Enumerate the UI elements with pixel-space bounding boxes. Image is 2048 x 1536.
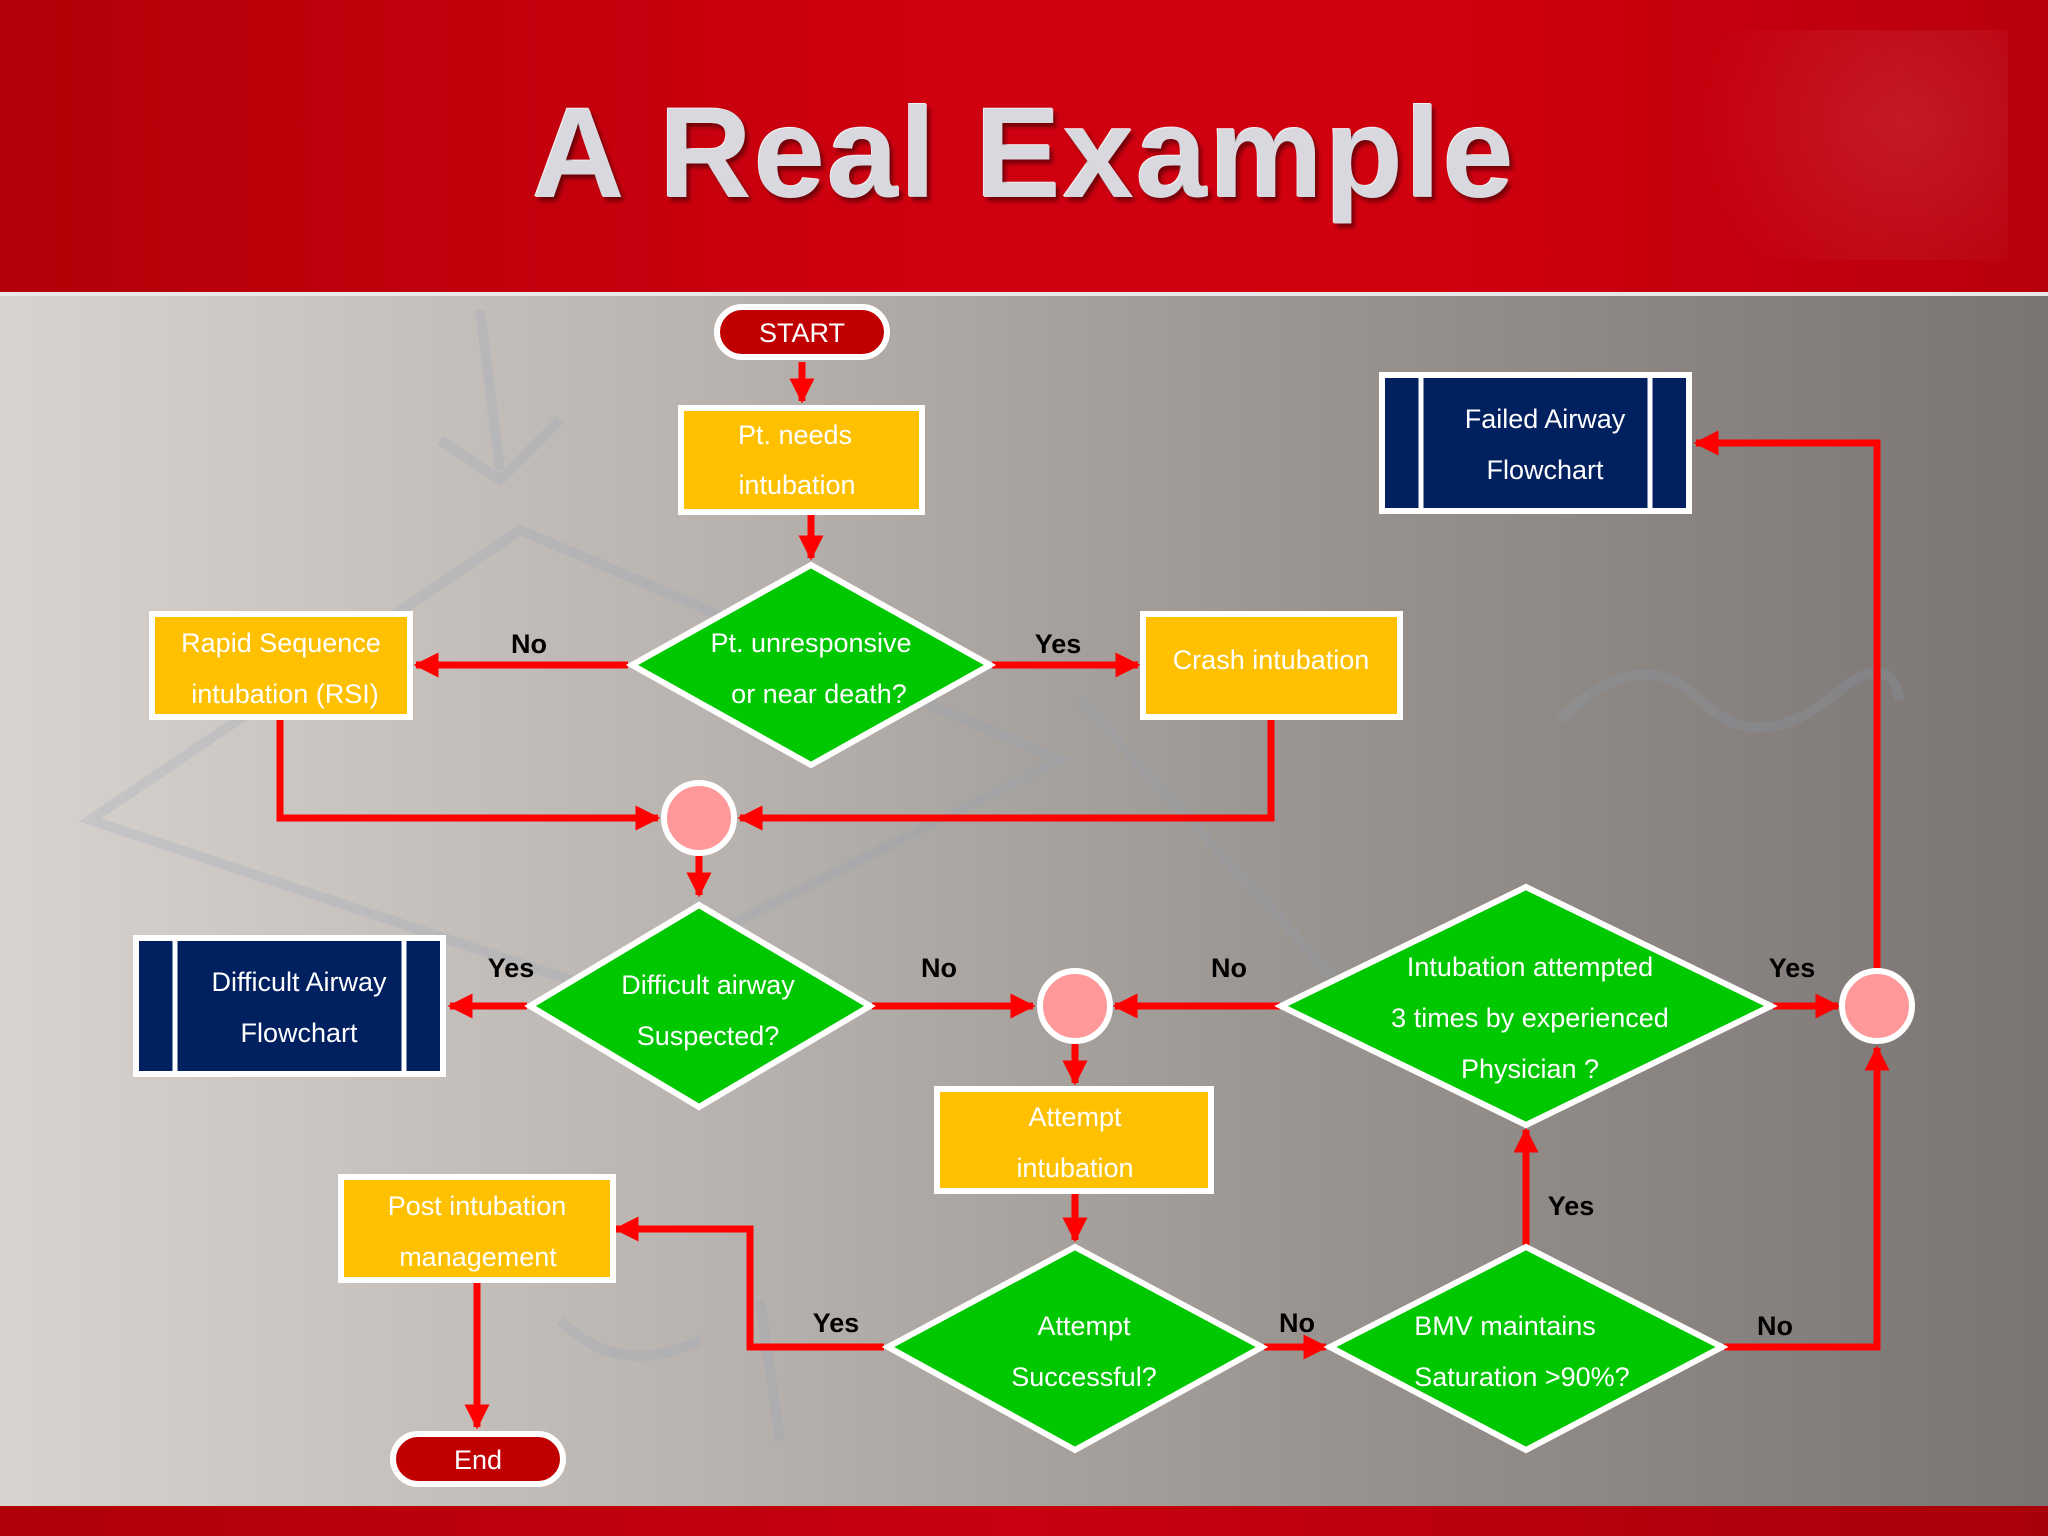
start-label: START xyxy=(759,318,845,348)
unresponsive-line-2: or near death? xyxy=(731,679,907,709)
flow-arrows xyxy=(276,362,1890,1430)
arrow-to-failed-airway xyxy=(1693,430,1881,968)
merge-connector-3 xyxy=(1839,968,1915,1044)
difficult-suspected-line-2: Suspected? xyxy=(637,1021,780,1051)
end-terminal xyxy=(390,1431,566,1487)
header-decoration xyxy=(1588,30,2008,260)
end-label: End xyxy=(454,1445,502,1475)
attempt-intubation-line-2: intubation xyxy=(1016,1153,1133,1183)
crash-intubation-box xyxy=(1140,611,1403,720)
edge-label-unresponsive-no: No xyxy=(511,629,547,659)
post-intubation-line-2: management xyxy=(399,1242,557,1272)
start-terminal xyxy=(714,304,890,360)
rsi-line-2: intubation (RSI) xyxy=(191,679,379,709)
edge-label-bmv-yes: Yes xyxy=(1548,1191,1595,1221)
difficult-flowchart-line-2: Flowchart xyxy=(240,1018,358,1048)
attempted-3x-line-3: Physician ? xyxy=(1461,1054,1599,1084)
attempt-intubation-line-1: Attempt xyxy=(1028,1102,1122,1132)
needs-intubation-line-2: intubation xyxy=(738,470,855,500)
unresponsive-decision xyxy=(625,561,997,769)
post-intubation-line-1: Post intubation xyxy=(388,1191,567,1221)
crash-line-1: Crash intubation xyxy=(1173,645,1370,675)
failed-airway-line-2: Flowchart xyxy=(1486,455,1604,485)
arrow-rsi-to-merge xyxy=(276,720,661,831)
attempt-successful-decision xyxy=(881,1243,1269,1454)
attempted-3x-line-2: 3 times by experienced xyxy=(1391,1003,1669,1033)
arrow-bmv-no xyxy=(1724,1045,1890,1351)
arrow-crash-to-merge xyxy=(737,720,1275,831)
header-divider xyxy=(0,292,2048,296)
bmv-decision xyxy=(1323,1243,1729,1454)
edge-label-difficult-no: No xyxy=(921,953,957,983)
bmv-line-2: Saturation >90%? xyxy=(1414,1362,1629,1392)
edge-label-success-yes: Yes xyxy=(813,1308,860,1338)
difficult-airway-flowchart-box xyxy=(133,935,446,1077)
failed-airway-line-1: Failed Airway xyxy=(1465,404,1626,434)
difficult-suspected-line-1: Difficult airway xyxy=(621,970,795,1000)
slide-title: A Real Example xyxy=(532,82,1516,225)
rsi-line-1: Rapid Sequence xyxy=(181,628,381,658)
needs-intubation-line-1: Pt. needs xyxy=(738,420,852,450)
difficult-flowchart-line-1: Difficult Airway xyxy=(211,967,387,997)
difficult-suspected-decision xyxy=(524,901,876,1111)
attempt-successful-line-1: Attempt xyxy=(1037,1311,1131,1341)
attempt-successful-line-2: Successful? xyxy=(1011,1362,1157,1392)
edge-label-success-no: No xyxy=(1279,1308,1315,1338)
rsi-box xyxy=(149,611,413,720)
merge-connector-1 xyxy=(661,780,737,856)
needs-intubation-box xyxy=(678,405,925,515)
edge-label-attempted-no: No xyxy=(1211,953,1247,983)
slide-header xyxy=(0,0,2048,292)
attempt-intubation-box xyxy=(934,1086,1214,1194)
failed-airway-box xyxy=(1379,372,1692,514)
arrow-success-yes xyxy=(613,1216,884,1351)
subprocess-bars xyxy=(172,378,1653,1071)
attempted-3x-decision xyxy=(1274,883,1778,1129)
attempted-3x-line-1: Intubation attempted xyxy=(1407,952,1653,982)
slide-footer-bar xyxy=(0,1506,2048,1536)
merge-connector-2 xyxy=(1037,968,1113,1044)
flow-shapes xyxy=(133,304,1915,1487)
edge-label-unresponsive-yes: Yes xyxy=(1035,629,1082,659)
bmv-line-1: BMV maintains xyxy=(1414,1311,1596,1341)
edge-label-attempted-yes: Yes xyxy=(1769,953,1816,983)
edge-label-difficult-yes: Yes xyxy=(488,953,535,983)
edge-label-bmv-no: No xyxy=(1757,1311,1793,1341)
unresponsive-line-1: Pt. unresponsive xyxy=(710,628,911,658)
post-intubation-box xyxy=(338,1174,616,1283)
